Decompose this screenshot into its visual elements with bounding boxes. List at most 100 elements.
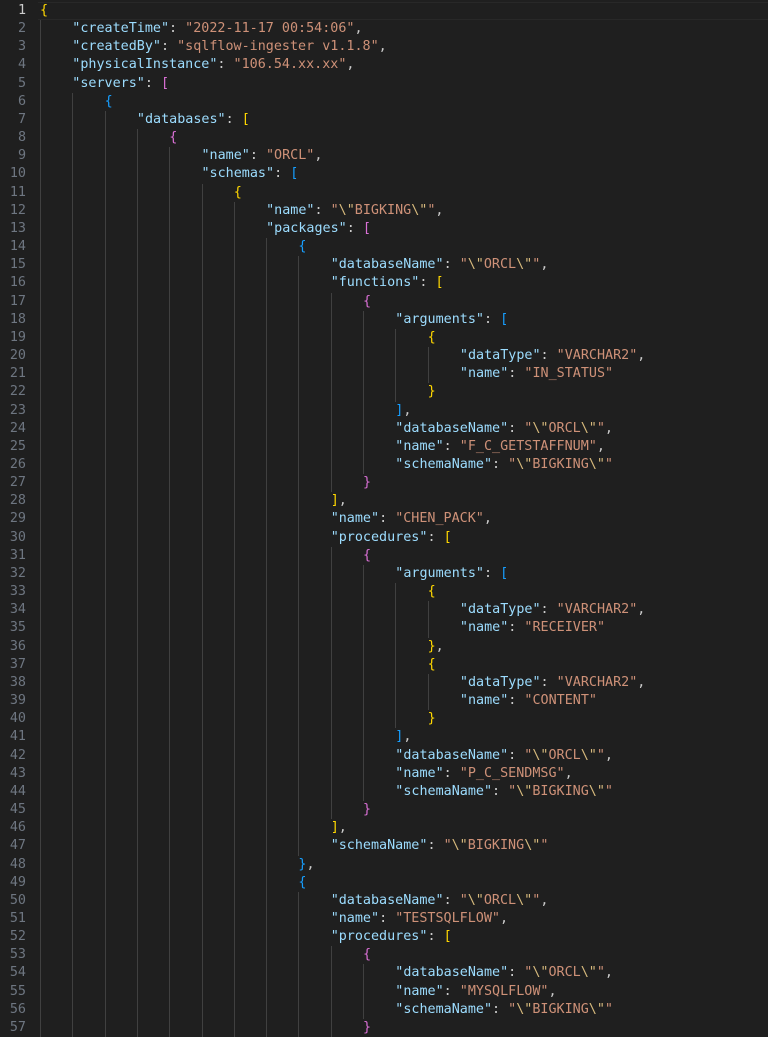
line-number: 43 bbox=[9, 765, 26, 781]
code-line[interactable]: 29"name": "CHEN_PACK", bbox=[0, 510, 768, 529]
indent-guide bbox=[136, 655, 138, 674]
indent-guide bbox=[266, 764, 268, 783]
indent-guide bbox=[40, 964, 41, 983]
indent-guide bbox=[40, 528, 41, 547]
indent-guide bbox=[395, 601, 397, 620]
code-line[interactable]: 23], bbox=[0, 401, 768, 420]
code-line[interactable]: 55"name": "MYSQLFLOW", bbox=[0, 982, 768, 1001]
line-number: 32 bbox=[9, 565, 26, 581]
code-line[interactable]: 9"name": "ORCL", bbox=[0, 147, 768, 166]
code-line[interactable]: 6{ bbox=[0, 92, 768, 111]
code-line[interactable]: 42"databaseName": "\"ORCL\"", bbox=[0, 746, 768, 765]
code-line[interactable]: 12"name": "\"BIGKING\"", bbox=[0, 201, 768, 220]
indent-guide bbox=[330, 310, 332, 329]
code-line[interactable]: 57} bbox=[0, 1018, 768, 1037]
json-key: "dataType" bbox=[459, 674, 541, 690]
bracket: [ bbox=[290, 166, 299, 182]
indent-guide bbox=[40, 347, 41, 366]
code-line[interactable]: 54"databaseName": "\"ORCL\"", bbox=[0, 964, 768, 983]
code-line[interactable]: 45} bbox=[0, 801, 768, 820]
code-line[interactable]: 41], bbox=[0, 728, 768, 747]
code-line[interactable]: 56"schemaName": "\"BIGKING\"" bbox=[0, 1000, 768, 1019]
indent-guide bbox=[40, 328, 41, 348]
code-line[interactable]: 13"packages": [ bbox=[0, 219, 768, 239]
code-line[interactable]: 1{ bbox=[0, 2, 768, 21]
code-line[interactable]: 27} bbox=[0, 474, 768, 493]
code-line[interactable]: 47"schemaName": "\"BIGKING\"" bbox=[0, 837, 768, 856]
code-line[interactable]: 31{ bbox=[0, 546, 768, 565]
code-line[interactable]: 38"dataType": "VARCHAR2", bbox=[0, 673, 768, 693]
code-text: "name": "P_C_SENDMSG", bbox=[395, 765, 572, 783]
code-line[interactable]: 39"name": "CONTENT" bbox=[0, 692, 768, 711]
code-line[interactable]: 43 "name": "P_C_SENDMSG", bbox=[0, 764, 768, 783]
code-line[interactable]: 32"arguments": [ bbox=[0, 564, 768, 584]
code-line[interactable]: 19{ bbox=[0, 328, 768, 348]
punctuation: : bbox=[379, 911, 396, 926]
indent-guide bbox=[363, 583, 364, 602]
code-line[interactable]: 26"schemaName": "\"BIGKING\"" bbox=[0, 456, 768, 475]
code-line[interactable]: 16"functions": [ bbox=[0, 274, 768, 293]
code-line[interactable]: 46], bbox=[0, 819, 768, 838]
indent-guide bbox=[104, 782, 106, 802]
code-line[interactable]: 3"createdBy": "sqlflow-ingester v1.1.8", bbox=[0, 38, 768, 57]
code-line[interactable]: 15"databaseName": "\"ORCL\"", bbox=[0, 256, 768, 275]
indent-guide bbox=[104, 710, 106, 729]
code-line[interactable]: 10"schemas": [ bbox=[0, 165, 768, 184]
code-line[interactable]: 14{ bbox=[0, 238, 768, 257]
indent-guide bbox=[169, 310, 171, 329]
indent-guide bbox=[72, 510, 74, 529]
indent-guide bbox=[201, 328, 203, 348]
code-line[interactable]: 20"dataType": "VARCHAR2", bbox=[0, 347, 768, 366]
code-line[interactable]: 5"servers": [ bbox=[0, 74, 768, 93]
code-line[interactable]: 7"databases": [ bbox=[0, 110, 768, 130]
code-line[interactable]: 53{ bbox=[0, 946, 768, 965]
code-line[interactable]: 24"databaseName": "\"ORCL\"", bbox=[0, 419, 768, 438]
code-line[interactable]: 17{ bbox=[0, 292, 768, 311]
code-line[interactable]: 37{ bbox=[0, 655, 768, 674]
indent-guide bbox=[395, 655, 397, 674]
code-line[interactable]: 34"dataType": "VARCHAR2", bbox=[0, 601, 768, 620]
code-line[interactable]: 51"name": "TESTSQLFLOW", bbox=[0, 910, 768, 929]
code-text: ], bbox=[331, 492, 347, 510]
code-line[interactable]: 22} bbox=[0, 383, 768, 402]
indent-guide bbox=[40, 928, 41, 947]
indent-guide bbox=[40, 456, 41, 475]
code-line[interactable]: 28], bbox=[0, 492, 768, 511]
code-line[interactable]: 2"createTime": "2022-11-17 00:54:06", bbox=[0, 20, 768, 39]
code-line[interactable]: 36}, bbox=[0, 637, 768, 656]
code-line[interactable]: 48}, bbox=[0, 855, 768, 874]
code-line[interactable]: 52"procedures": [ bbox=[0, 928, 768, 947]
indent-guide bbox=[169, 891, 171, 910]
escape-sequence: \" bbox=[588, 783, 605, 799]
json-key: "name" bbox=[330, 511, 380, 527]
code-line[interactable]: 44"schemaName": "\"BIGKING\"" bbox=[0, 782, 768, 802]
code-line[interactable]: 11{ bbox=[0, 183, 768, 202]
code-line[interactable]: 4"physicalInstance": "106.54.xx.xx", bbox=[0, 56, 768, 75]
indent-guide bbox=[104, 928, 106, 947]
code-line[interactable]: 49{ bbox=[0, 873, 768, 892]
code-line[interactable]: 35"name": "RECEIVER" bbox=[0, 619, 768, 638]
code-line[interactable]: 30"procedures": [ bbox=[0, 528, 768, 547]
indent-guide bbox=[266, 583, 268, 602]
punctuation: , bbox=[435, 202, 444, 218]
code-text: ], bbox=[331, 819, 347, 837]
indent-guide bbox=[233, 383, 235, 402]
code-line[interactable]: 40} bbox=[0, 710, 768, 729]
json-key: "procedures" bbox=[330, 529, 428, 545]
indent-guide bbox=[395, 710, 397, 729]
indent-guide bbox=[298, 673, 300, 693]
indent-guide bbox=[233, 583, 235, 602]
indent-guide bbox=[330, 673, 332, 693]
code-line[interactable]: 50"databaseName": "\"ORCL\"", bbox=[0, 891, 768, 910]
indent-guide bbox=[298, 982, 300, 1001]
code-line[interactable]: 8{ bbox=[0, 129, 768, 148]
code-line[interactable]: 21"name": "IN_STATUS" bbox=[0, 365, 768, 384]
line-number: 29 bbox=[9, 511, 26, 527]
indent-guide bbox=[40, 437, 41, 456]
code-line[interactable]: 33{ bbox=[0, 583, 768, 602]
code-line[interactable]: 25"name": "F_C_GETSTAFFNUM", bbox=[0, 437, 768, 456]
escape-sequence: \" bbox=[532, 747, 549, 763]
indent-guide bbox=[169, 256, 171, 275]
code-line[interactable]: 18"arguments": [ bbox=[0, 310, 768, 329]
